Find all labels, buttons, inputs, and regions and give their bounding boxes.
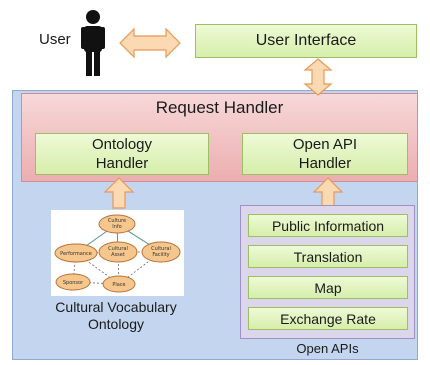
api-translation-label: Translation (293, 248, 363, 265)
user-label: User (39, 31, 71, 48)
ontology-label: Cultural Vocabulary Ontology (40, 299, 192, 333)
ontology-label-line1: Cultural Vocabulary (55, 299, 177, 315)
node-place: Place (102, 275, 136, 293)
api-map: Map (248, 276, 408, 299)
ui-request-double-arrow (303, 58, 333, 96)
user-icon (81, 10, 105, 76)
openapi-handler-line1: Open API (292, 136, 358, 153)
openapi-handler-box: Open API Handler (242, 133, 408, 175)
node-sponsor-text: Sponsor (63, 280, 84, 286)
user-ui-double-arrow (119, 27, 181, 59)
ontology-up-arrow (103, 177, 135, 209)
node-performance-text: Performance (60, 251, 92, 257)
openapi-handler-line2: Handler (298, 155, 352, 172)
ontology-handler-line1: Ontology (91, 136, 153, 153)
ontology-handler-line2: Handler (95, 155, 149, 172)
ontology-handler-box: Ontology Handler (35, 133, 209, 175)
user-interface-label: User Interface (255, 32, 357, 49)
request-handler-title: Request Handler (155, 98, 284, 117)
node-place-text: Place (112, 282, 125, 288)
api-exchange-rate: Exchange Rate (248, 307, 408, 330)
api-public-information-label: Public Information (271, 217, 385, 234)
api-map-label: Map (314, 279, 342, 296)
ontology-label-line2: Ontology (87, 316, 145, 332)
node-sponsor: Sponsor (55, 273, 91, 291)
api-translation: Translation (248, 245, 408, 268)
user-interface-box: User Interface (195, 24, 417, 58)
open-apis-label: Open APIs (296, 341, 359, 356)
node-performance: Performance (54, 243, 98, 263)
api-exchange-rate-label: Exchange Rate (280, 310, 376, 327)
openapi-up-arrow (312, 177, 344, 207)
api-public-information: Public Information (248, 214, 408, 237)
